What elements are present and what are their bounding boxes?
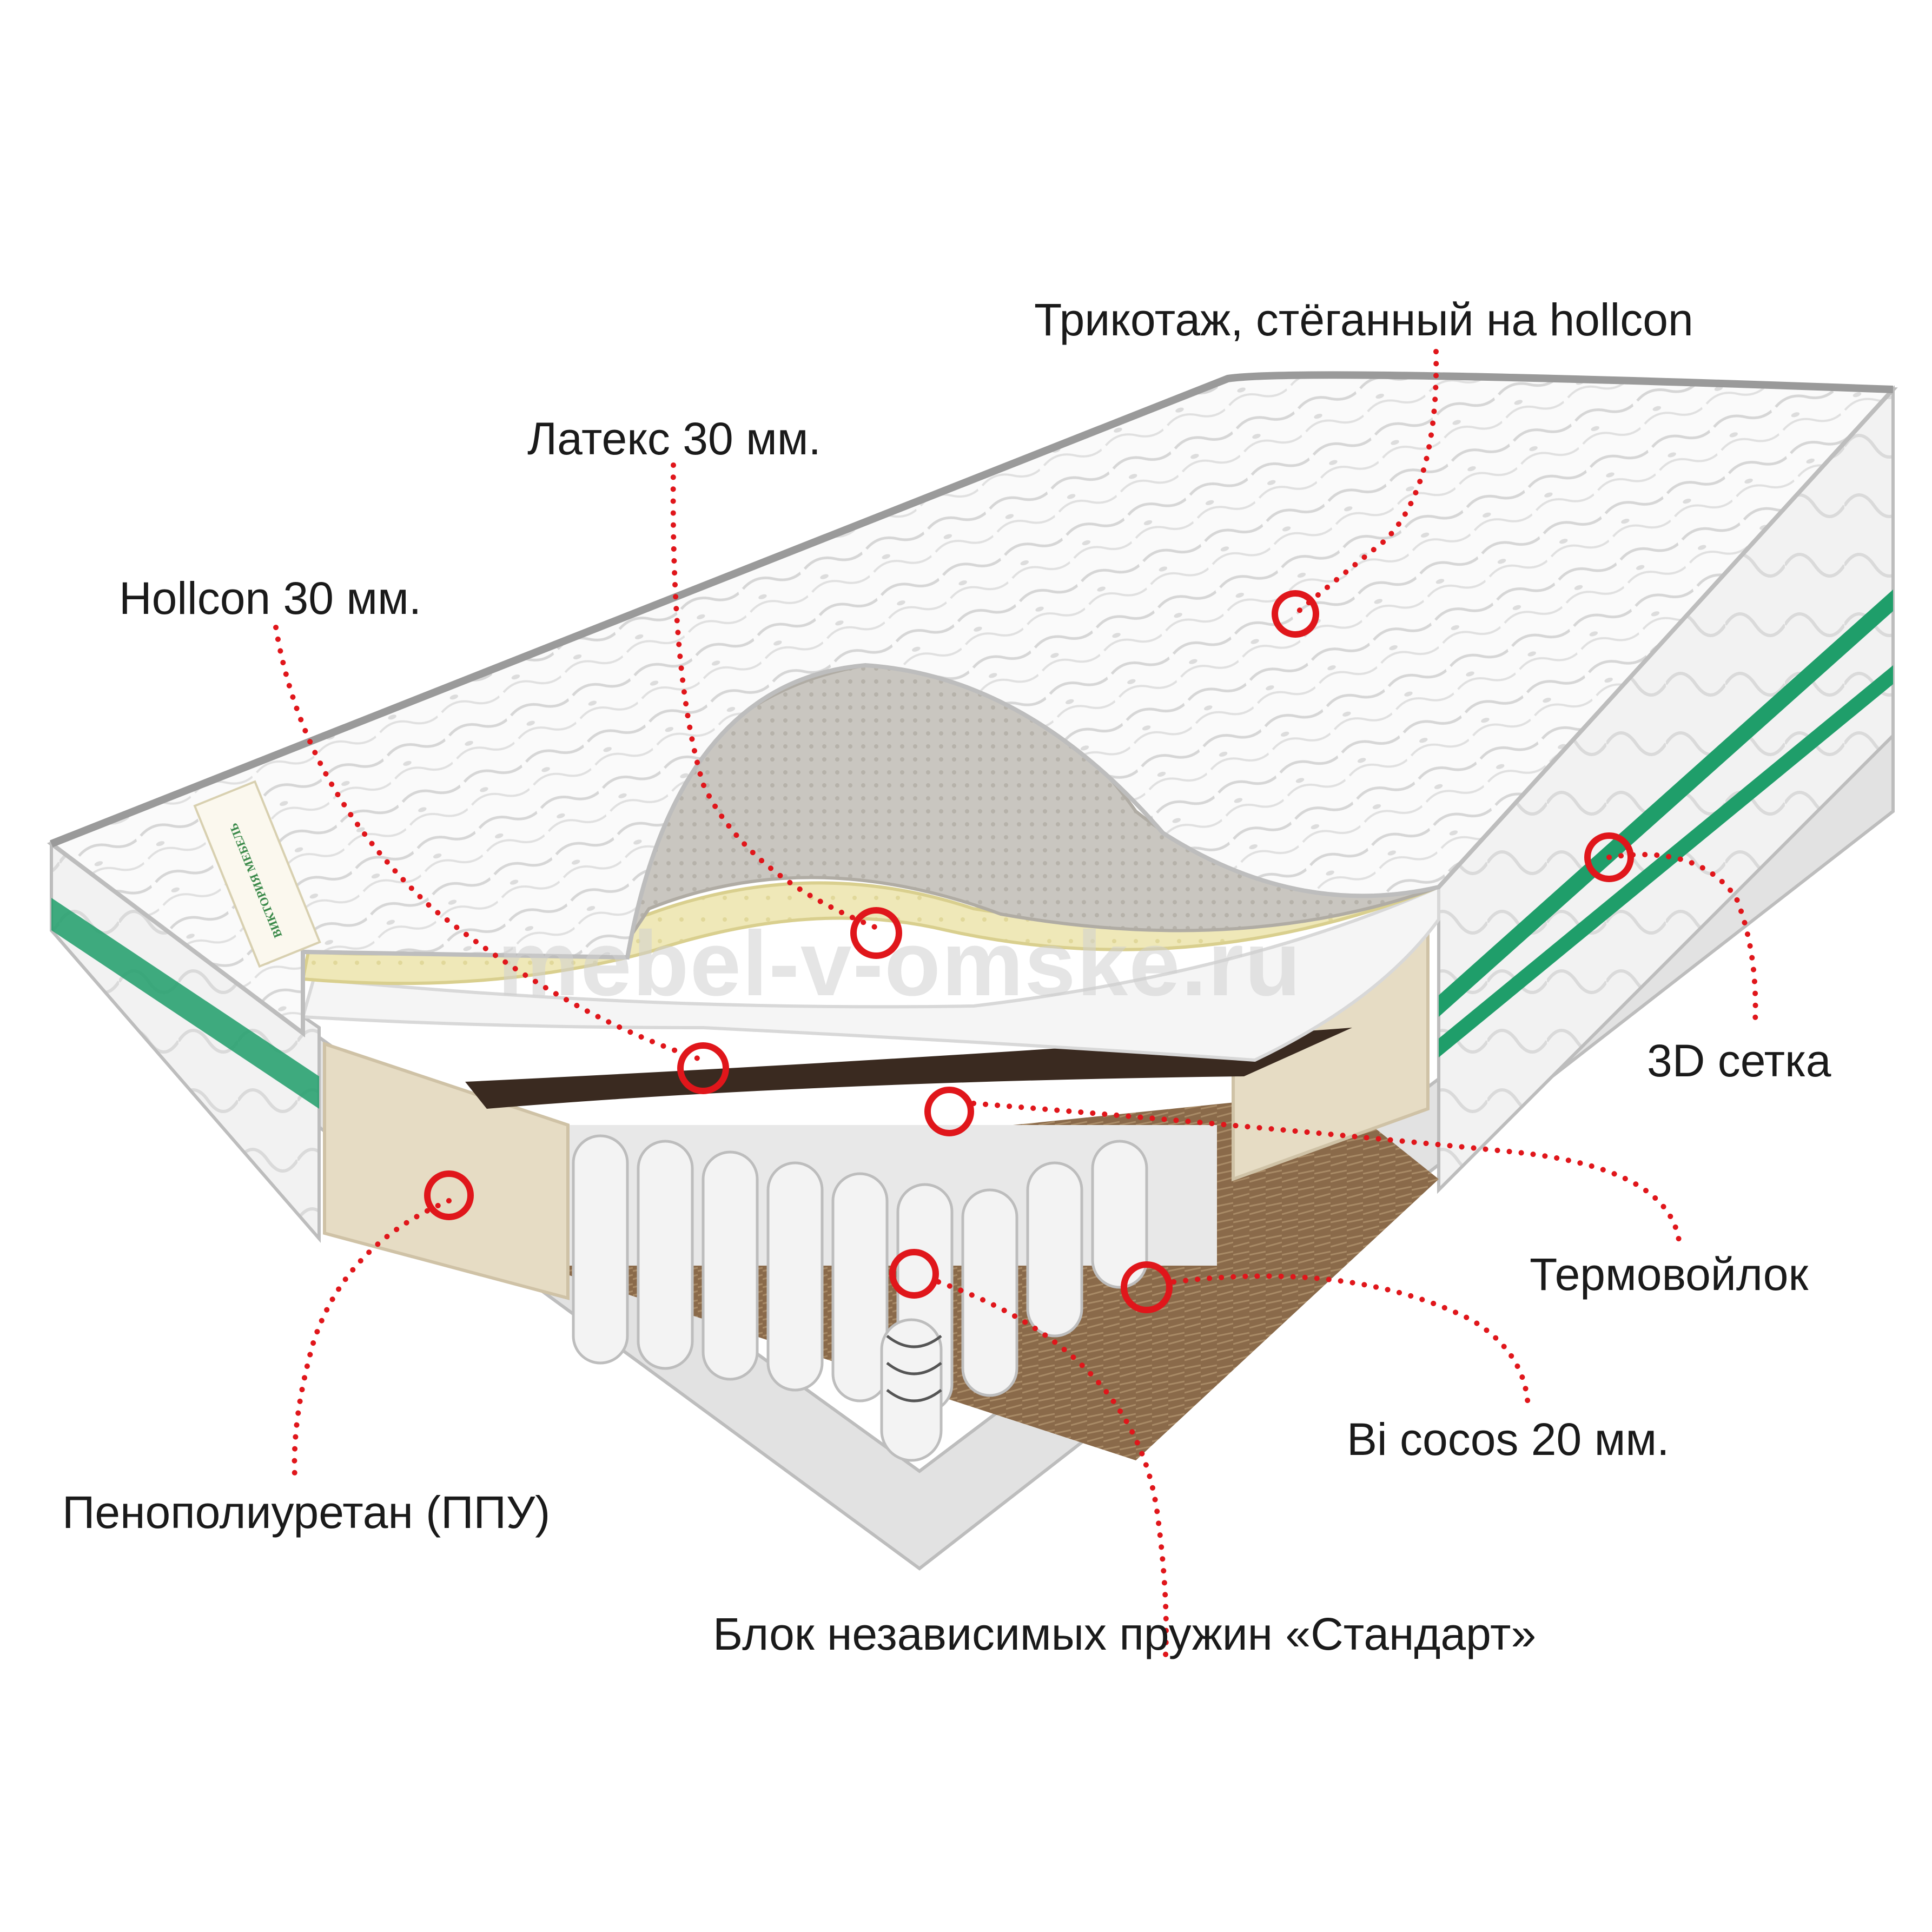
leader-cocos (1171, 1273, 1531, 1409)
label-ppu: Пенополиуретан (ППУ) (62, 1487, 550, 1538)
hollcon-layer (301, 884, 1440, 1062)
marker-mesh (1584, 832, 1634, 882)
label-springs: Блок независимых пружин «Стандарт» (713, 1609, 1536, 1659)
label-felt: Термовойлок (1530, 1249, 1809, 1300)
label-latex: Латекс 30 мм. (527, 413, 821, 464)
top-piping (50, 371, 1894, 848)
label-mesh: 3D сетка (1647, 1035, 1831, 1086)
leader-mesh (1606, 852, 1758, 1025)
leader-knit (1293, 349, 1439, 617)
callout-labels: Трикотаж, стёганный на hollcon Латекс 30… (62, 294, 1831, 1659)
label-hollcon: Hollcon 30 мм. (119, 573, 421, 624)
marker-felt (924, 1087, 974, 1136)
mesh-stripe-top (1439, 590, 1893, 1017)
marker-springs (889, 1249, 939, 1299)
label-knit: Трикотаж, стёганный на hollcon (1034, 294, 1693, 345)
marker-latex (850, 907, 902, 959)
marker-cocos (1121, 1261, 1173, 1313)
mesh-stripe-left (51, 898, 319, 1109)
marker-hollcon (677, 1042, 729, 1094)
callout-markers (424, 590, 1634, 1313)
leader-ppu (292, 1198, 452, 1479)
marker-knit (1272, 590, 1319, 638)
marker-ppu (424, 1170, 474, 1220)
callout-leaders (273, 349, 1758, 1658)
brand-tag: ВИКТОРИЯ МЕБЕЛЬ (193, 780, 321, 968)
label-cocos: Bi cocos 20 мм. (1347, 1414, 1669, 1465)
mesh-stripe-bottom (1439, 665, 1893, 1057)
leader-latex (670, 462, 879, 930)
leader-felt (971, 1101, 1682, 1247)
spring-block (568, 1125, 1217, 1462)
